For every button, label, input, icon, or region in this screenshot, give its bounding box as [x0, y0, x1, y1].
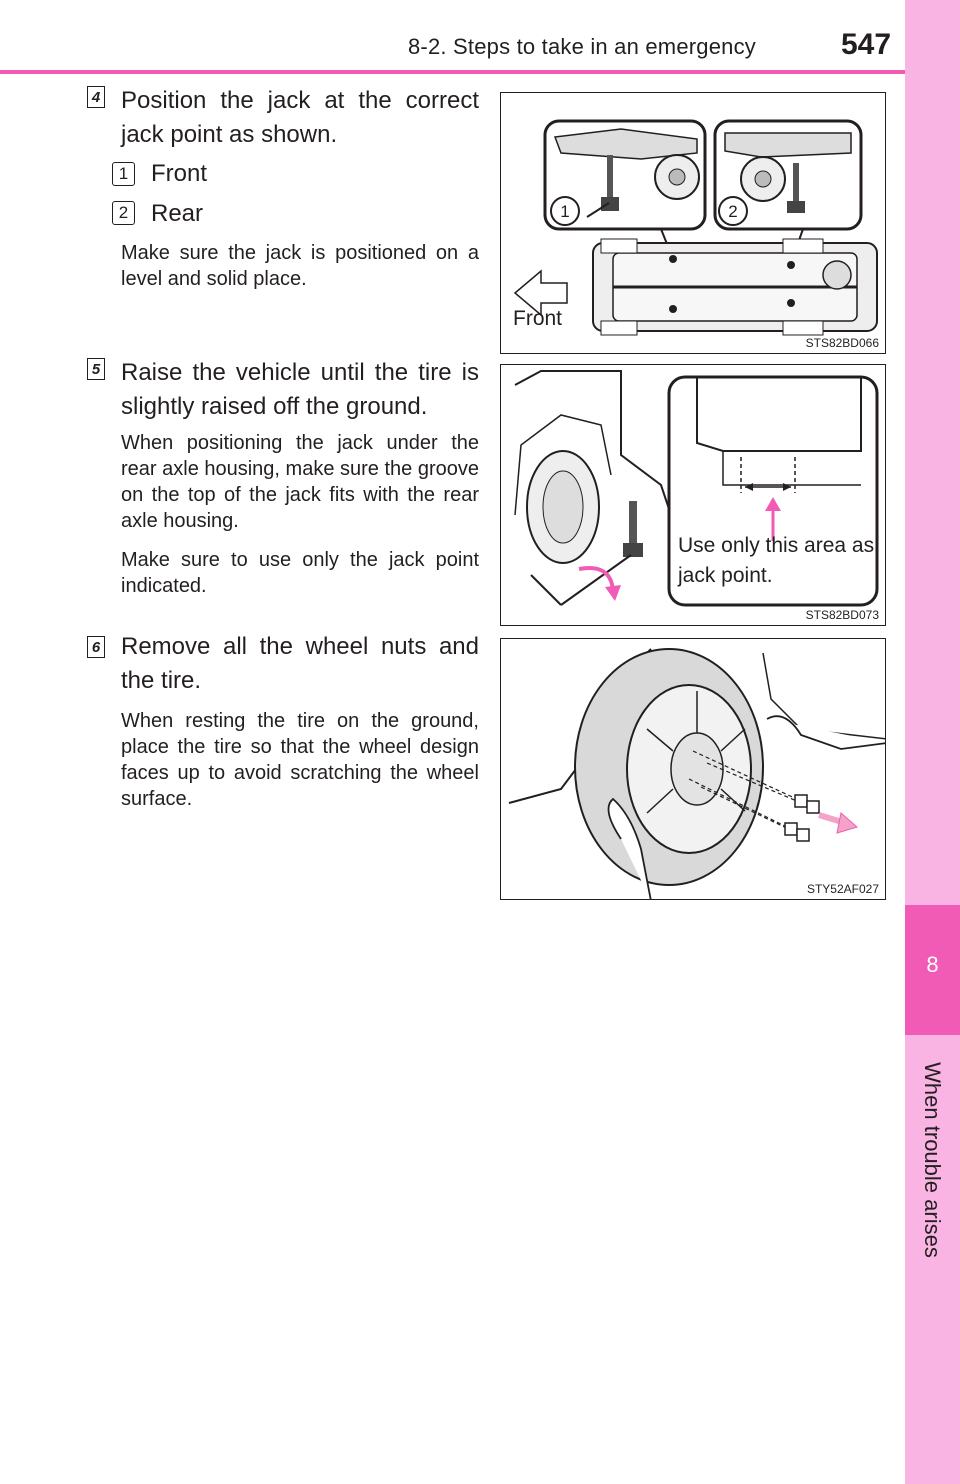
step-note: Make sure to use only the jack point ind…	[121, 549, 479, 597]
step-instruction: Position the jack at the correct jack po…	[121, 87, 479, 148]
step-note: When resting the tire on the ground, pla…	[121, 710, 479, 810]
jack-point-label-front: Front	[151, 160, 208, 187]
step-note: Make sure the jack is positioned on a le…	[121, 242, 479, 290]
jack-point-label-rear: Rear	[151, 200, 204, 227]
step-number-badge: 6	[87, 636, 105, 658]
figure-code: STS82BD073	[805, 608, 879, 622]
raise-vehicle-diagram: Use only this area as jack point. STS82B…	[500, 364, 886, 626]
step-number-badge: 5	[87, 358, 105, 380]
chapter-number-tab	[905, 905, 960, 1035]
header-divider	[0, 70, 905, 74]
chapter-number: 8	[926, 952, 939, 977]
page-number: 547	[841, 28, 892, 61]
section-title: 8-2. Steps to take in an emergency	[408, 34, 756, 59]
figure-code: STY52AF027	[806, 882, 879, 896]
step-instruction: Raise the vehicle until the tire is slig…	[121, 359, 479, 420]
front-direction-label: Front	[513, 307, 562, 330]
step-number-badge: 4	[87, 86, 105, 108]
callout-number-badge: 1	[112, 162, 135, 186]
remove-tire-diagram: STY52AF027	[500, 638, 886, 900]
chapter-title: When trouble arises	[920, 1062, 945, 1258]
figure-code: STS82BD066	[805, 336, 879, 350]
callout-2: 2	[728, 202, 737, 221]
jack-point-diagram: 1 2 Front STS82BD066	[500, 92, 886, 354]
step-instruction: Remove all the wheel nuts and the tire.	[121, 633, 479, 694]
callout-number-badge: 2	[112, 201, 135, 225]
chapter-side-tab	[905, 0, 960, 1484]
step-note: When positioning the jack under the rear…	[121, 432, 479, 532]
jack-point-callout: Use only this area as jack point.	[678, 534, 875, 587]
callout-1: 1	[560, 202, 569, 221]
